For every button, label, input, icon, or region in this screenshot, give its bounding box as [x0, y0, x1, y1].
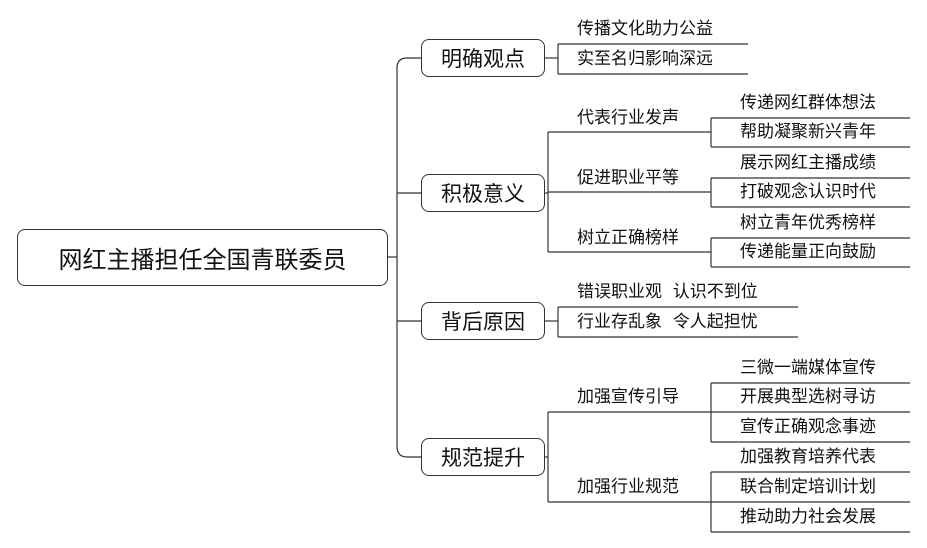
point-label[interactable]: 加强教育培养代表: [740, 447, 876, 467]
group-label[interactable]: 加强宣传引导: [577, 387, 679, 407]
point-label[interactable]: 展示网红主播成绩: [740, 153, 876, 173]
point-label[interactable]: 传递能量正向鼓励: [740, 242, 876, 262]
point-label[interactable]: 传播文化助力公益: [577, 19, 713, 39]
root-topic[interactable]: 网红主播担任全国青联委员: [17, 229, 388, 286]
point-label[interactable]: 打破观念认识时代: [740, 182, 876, 202]
group-label[interactable]: 代表行业发声: [577, 108, 679, 128]
point-label[interactable]: 宣传正确观念事迹: [740, 417, 876, 437]
topic-明确观点[interactable]: 明确观点: [421, 39, 545, 77]
topic-规范提升[interactable]: 规范提升: [421, 438, 545, 476]
topic-积极意义[interactable]: 积极意义: [421, 174, 545, 212]
group-label[interactable]: 促进职业平等: [577, 168, 679, 188]
point-label[interactable]: 开展典型选树寻访: [740, 387, 876, 407]
point-label[interactable]: 帮助凝聚新兴青年: [740, 122, 876, 142]
point-label[interactable]: 推动助力社会发展: [740, 507, 876, 527]
point-label[interactable]: 错误职业观 认识不到位: [577, 282, 758, 302]
point-label[interactable]: 树立青年优秀榜样: [740, 213, 876, 233]
group-label[interactable]: 加强行业规范: [577, 477, 679, 497]
point-label[interactable]: 联合制定培训计划: [740, 477, 876, 497]
point-label[interactable]: 传递网红群体想法: [740, 93, 876, 113]
point-label[interactable]: 实至名归影响深远: [577, 49, 713, 69]
point-label[interactable]: 行业存乱象 令人起担忧: [577, 312, 758, 332]
topic-背后原因[interactable]: 背后原因: [421, 302, 545, 340]
group-label[interactable]: 树立正确榜样: [577, 228, 679, 248]
point-label[interactable]: 三微一端媒体宣传: [740, 358, 876, 378]
